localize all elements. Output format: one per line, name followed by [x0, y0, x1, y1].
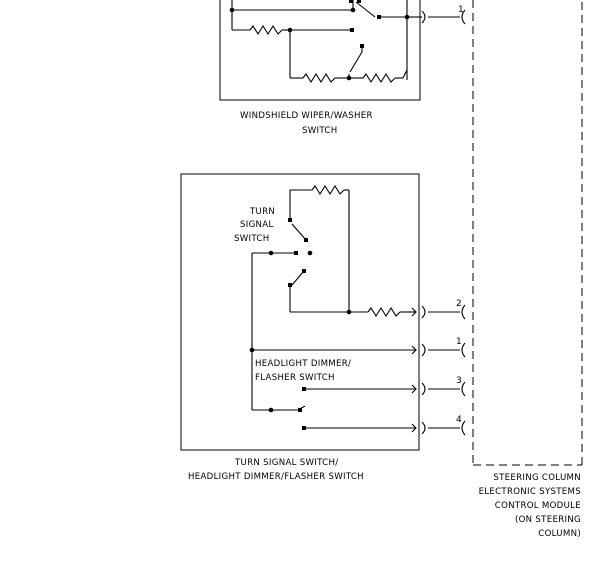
control-module-outline [472, 0, 583, 466]
headlight-dimmer-label-line1: HEADLIGHT DIMMER/ [255, 359, 351, 369]
module-label-line5: COLUMN) [538, 529, 581, 539]
turn-signal-label-line3: SWITCH [234, 234, 270, 244]
turn-signal-label-line2: SIGNAL [240, 220, 274, 230]
wiper-switch-label-line1: WINDSHIELD WIPER/WASHER [240, 111, 373, 121]
wiper-switch-box [219, 0, 421, 101]
pin-2-number: 2 [456, 299, 462, 309]
module-label-line4: (ON STEERING [515, 515, 581, 525]
pin-3-number: 3 [456, 376, 462, 386]
module-label-line3: CONTROL MODULE [495, 501, 581, 511]
wiper-switch-label-line2: SWITCH [302, 126, 338, 136]
headlight-dimmer-label-line2: FLASHER SWITCH [255, 373, 335, 383]
wiper-switch-internal-wiring [229, 0, 466, 84]
module-label-line1: STEERING COLUMN [493, 473, 581, 483]
lower-switch-label-line1: TURN SIGNAL SWITCH/ [234, 458, 338, 468]
module-label-line2: ELECTRONIC SYSTEMS [479, 487, 581, 497]
turn-signal-switch-box [180, 173, 420, 451]
turn-signal-internal-wiring [249, 184, 417, 433]
pin-4-number: 4 [456, 415, 462, 425]
lower-connectors [421, 304, 466, 436]
wiper-pin-number: 1 [458, 5, 464, 15]
lower-switch-label-line2: HEADLIGHT DIMMER/FLASHER SWITCH [188, 472, 364, 482]
pin-1-number: 1 [456, 337, 462, 347]
turn-signal-label-line1: TURN [249, 207, 275, 217]
